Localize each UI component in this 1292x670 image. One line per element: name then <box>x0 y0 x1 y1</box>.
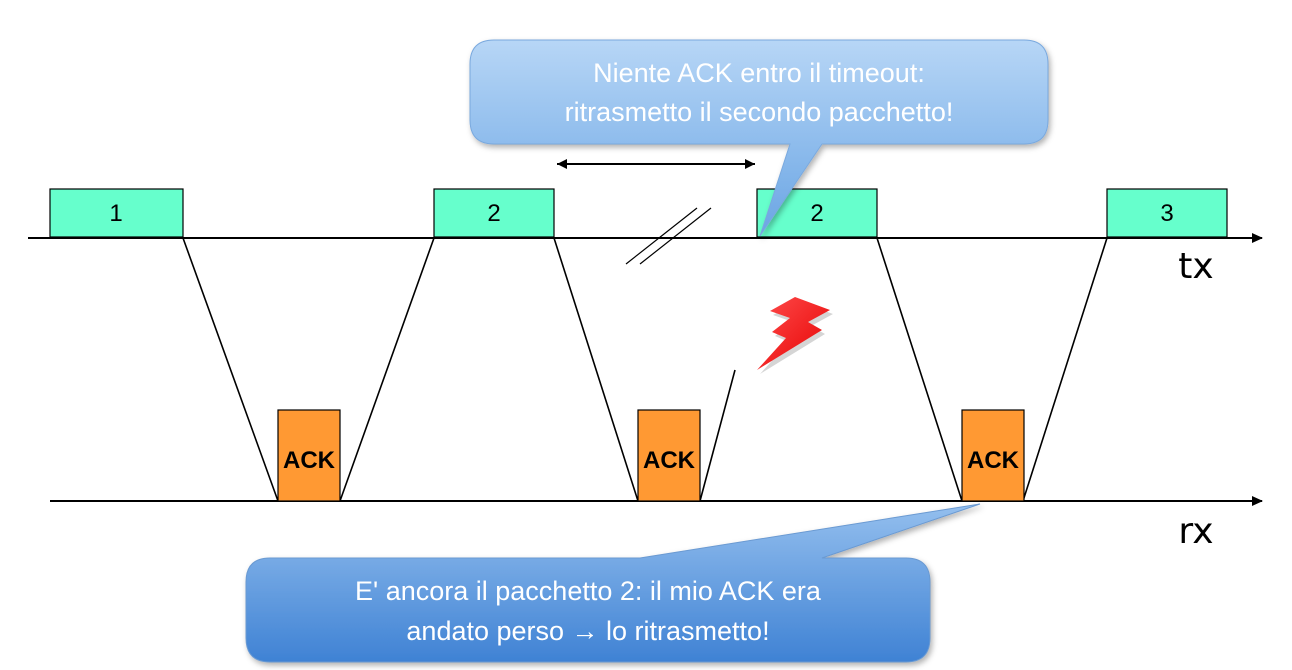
ack-2: ACK <box>637 409 701 502</box>
tx-label: tx <box>1178 246 1213 287</box>
ack-2-label: ACK <box>643 447 696 474</box>
callout-duplicate-line1: E' ancora il pacchetto 2: il mio ACK era <box>355 576 822 606</box>
callout-duplicate-line2: andato perso → lo ritrasmetto! <box>406 616 769 646</box>
packet-2-label: 2 <box>487 200 500 227</box>
packet-1-label: 1 <box>109 200 122 227</box>
transmission-lines <box>182 237 1108 502</box>
ack-1: ACK <box>277 409 341 502</box>
callout-duplicate <box>245 503 981 663</box>
packet-3-label: 3 <box>1160 200 1173 227</box>
time-break-mark <box>625 207 712 265</box>
packet-3: 3 <box>1106 188 1228 238</box>
ack-1-label: ACK <box>283 447 336 474</box>
ack-3: ACK <box>961 409 1025 502</box>
callout-timeout-line2: ritrasmetto il secondo pacchetto! <box>565 97 954 127</box>
ack-3-label: ACK <box>967 447 1020 474</box>
packet-1: 1 <box>49 188 184 238</box>
callout-timeout <box>469 39 1049 237</box>
packet-2: 2 <box>433 188 555 238</box>
callout-timeout-line1: Niente ACK entro il timeout: <box>593 58 925 88</box>
lightning-icon <box>757 297 833 374</box>
packet-2-retransmit-label: 2 <box>810 200 823 227</box>
rx-label: rx <box>1178 511 1213 552</box>
